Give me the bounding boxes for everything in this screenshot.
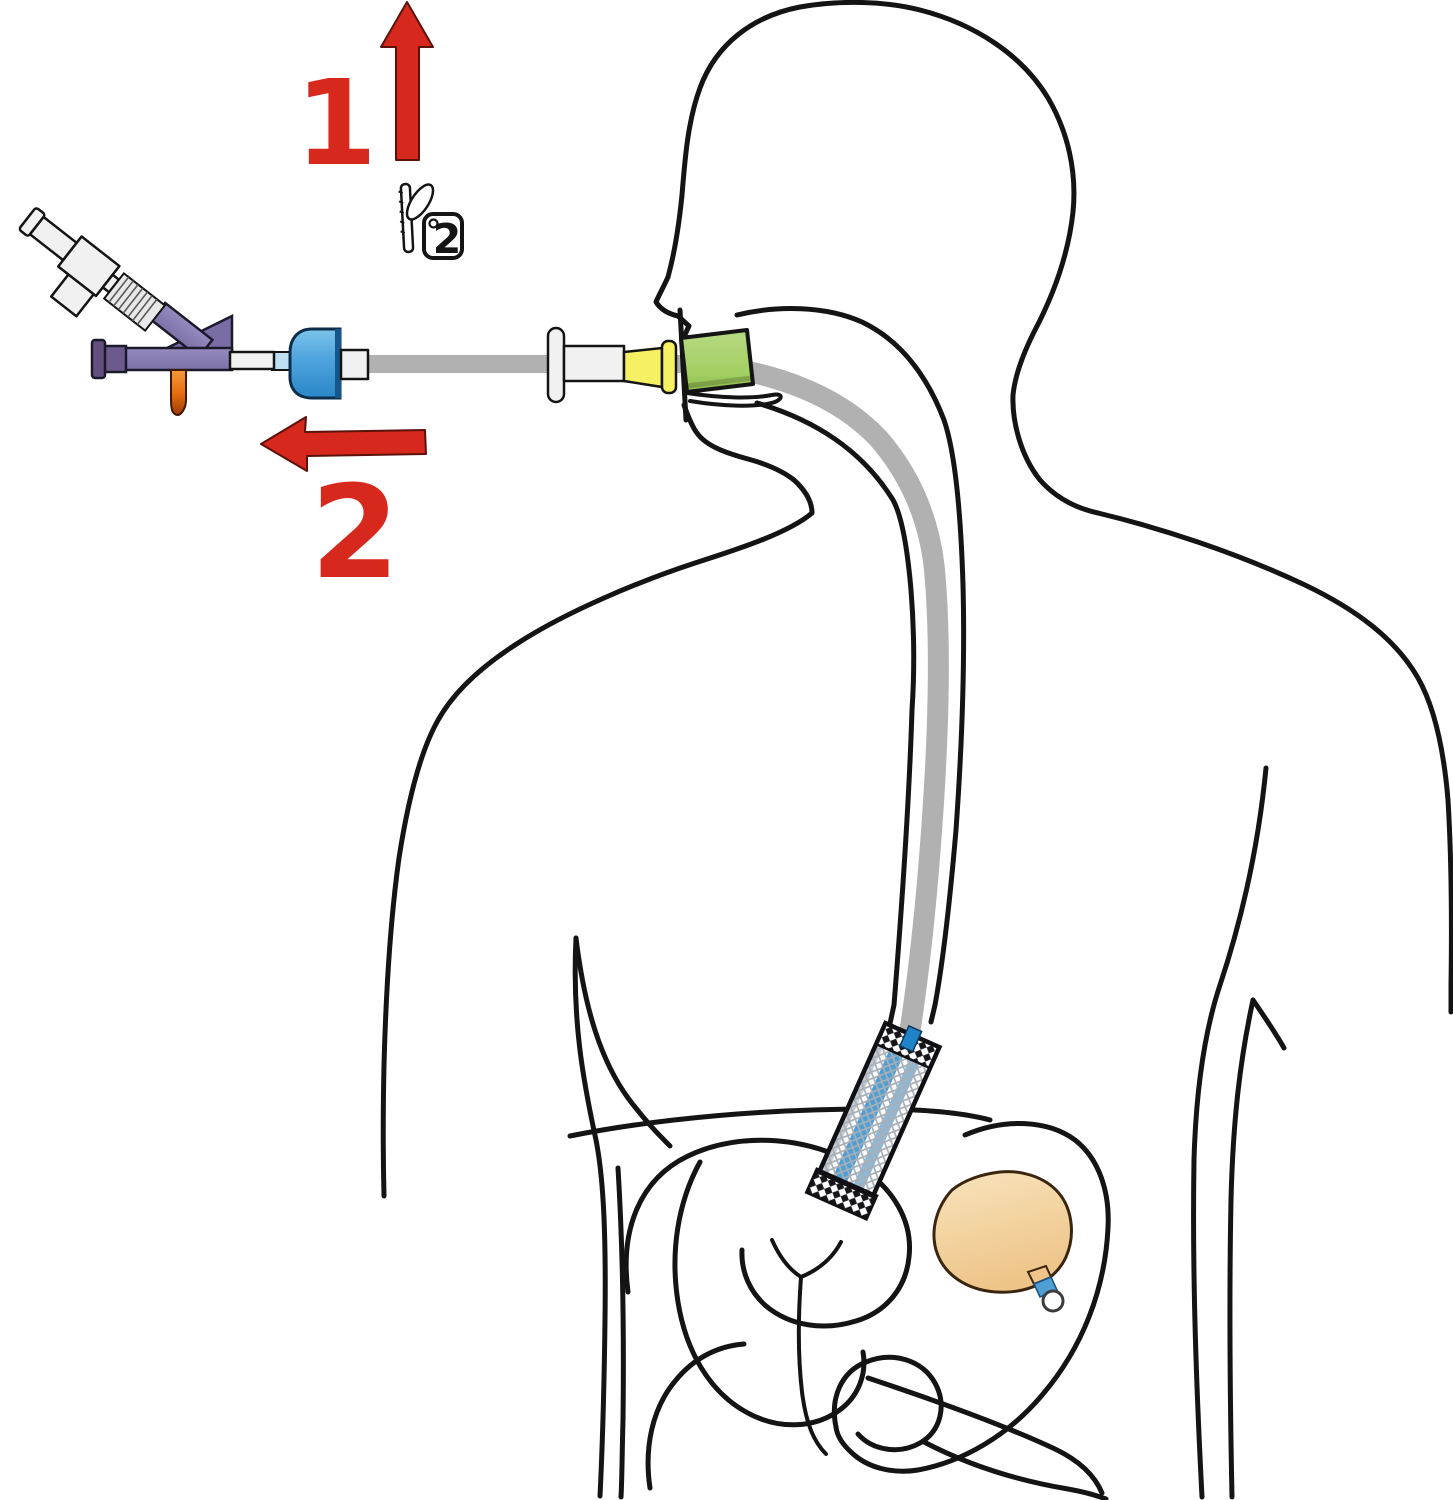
stent-mesh-overlay	[809, 1024, 939, 1218]
step-2-label: 2	[310, 459, 399, 608]
esophagus-front-wall	[754, 400, 917, 1045]
syringe-flange	[546, 326, 566, 404]
yellow-flange	[660, 339, 678, 395]
guidewire-tip-loop	[1041, 1289, 1065, 1313]
hub-extension	[228, 350, 276, 371]
left-armpit-fold-line	[573, 935, 673, 1149]
catheter-shaft-esophagus	[698, 353, 949, 1045]
pin-tag-label: 2	[433, 215, 462, 263]
patient-outline	[380, 0, 1453, 1500]
arrow-up-icon	[380, 1, 434, 161]
esophagus	[734, 306, 967, 1045]
tag-hole	[428, 218, 439, 229]
lips-line	[685, 391, 783, 408]
delivery-device	[18, 207, 755, 423]
portal-vessel-right-branch	[799, 1240, 843, 1279]
introducer-barrel	[562, 344, 626, 383]
y-connector-hub	[90, 301, 234, 417]
step-1-annotation: 1	[295, 1, 434, 192]
liver-outer-lobe	[623, 1137, 913, 1329]
valve-outlet-block	[339, 348, 370, 381]
valve-edge	[335, 329, 341, 398]
step-2-annotation: 2	[260, 416, 427, 608]
stomach-outline	[833, 1121, 1111, 1474]
olive-tip	[932, 1170, 1073, 1294]
right-inner-flank-line	[1227, 997, 1256, 1500]
liver-inner-lobe	[672, 1159, 867, 1428]
head-and-right-shoulder-line	[665, 0, 1453, 1015]
arrow-left-icon	[260, 416, 427, 472]
hemostasis-valve	[288, 327, 342, 400]
diaphragm-line	[567, 1106, 993, 1139]
left-inner-flank-line	[615, 1165, 626, 1500]
right-armpit-fold-line	[1191, 765, 1269, 1500]
end-cap-body	[102, 344, 128, 374]
end-cap-flange	[90, 338, 107, 380]
duodenum-exit-line	[921, 1439, 1109, 1500]
stent-mesh	[804, 1020, 943, 1221]
stopcock	[18, 207, 167, 333]
right-armpit-stub-line	[1250, 997, 1287, 1051]
stent-marker	[898, 1024, 923, 1053]
flush-port-plug	[170, 369, 187, 417]
portal-vessel-stem	[796, 1275, 828, 1456]
yellow-hub	[622, 346, 664, 389]
luer-ribbed-connector	[102, 271, 167, 333]
distal-tip-assembly	[932, 1170, 1073, 1313]
portal-vessel-left-branch	[770, 1238, 803, 1279]
nose-line	[653, 274, 692, 341]
esophagus-back-wall	[734, 306, 967, 1025]
jaw-and-left-shoulder-line	[380, 402, 815, 1199]
duodenum-loop	[831, 1354, 944, 1453]
bowel-coil-line	[645, 1341, 747, 1491]
hub-barrel	[120, 346, 234, 372]
abdominal-organs	[567, 1106, 1111, 1500]
safety-pin-icon: 2	[398, 182, 464, 263]
bowel-crossing-line	[865, 1375, 1105, 1496]
left-flank-line	[572, 935, 608, 1499]
pin-loop	[405, 183, 435, 221]
step-1-label: 1	[295, 54, 377, 192]
pin-teeth	[398, 190, 406, 235]
bite-block	[679, 328, 755, 394]
tag-icon: 2	[422, 212, 464, 263]
